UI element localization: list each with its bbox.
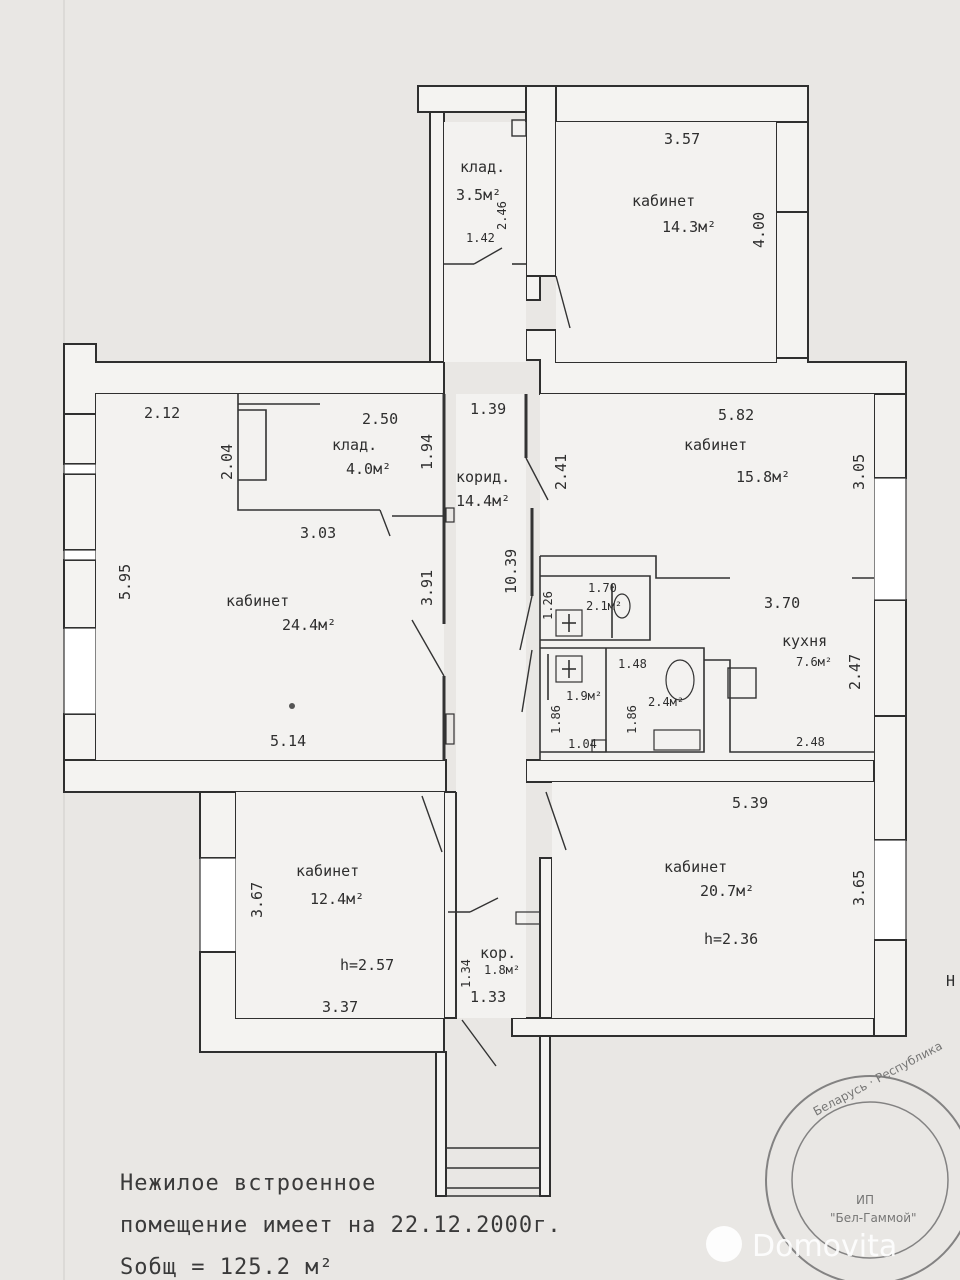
room-corridor: 1.39 корид. 14.4м² 10.39 2.41 [456, 400, 570, 594]
room-dim: 1.48 [618, 657, 647, 671]
room-dim: 5.39 [732, 794, 768, 812]
note-line-2: помещение имеет на 22.12.2000г. [120, 1213, 562, 1238]
room-name: кабинет [226, 592, 289, 610]
edge-mark: Н [946, 972, 955, 990]
room-dim: 1.42 [466, 231, 495, 245]
room-dim: 4.00 [750, 212, 768, 248]
room-dim: 2.46 [495, 201, 509, 230]
room-dim: 3.03 [300, 524, 336, 542]
room-name: клад. [332, 436, 377, 454]
room-area: 24.4м² [282, 616, 336, 634]
room-area: 14.3м² [662, 218, 716, 236]
room-dim: 5.82 [718, 406, 754, 424]
room-dim: 2.12 [144, 404, 180, 422]
room-dim: 1.70 [588, 581, 617, 595]
room-name: кор. [480, 944, 516, 962]
note-line-1: Нежилое встроенное [120, 1171, 376, 1196]
room-kitchen: кухня 7.6м² 2.47 2.48 [782, 632, 864, 749]
room-area: 1.9м² [566, 689, 602, 703]
room-office-bottom-right: 5.39 кабинет 20.7м² h=2.36 3.65 [664, 794, 868, 948]
room-storage-top: клад. 3.5м² 2.46 1.42 [456, 158, 509, 245]
room-name: корид. [456, 468, 510, 486]
room-wc-3: 1.48 2.4м² 1.86 [618, 657, 684, 734]
room-dim: 2.04 [218, 444, 236, 480]
plan-note: Нежилое встроенное помещение имеет на 22… [120, 1171, 562, 1280]
room-dim: 3.37 [322, 998, 358, 1016]
room-area: 1.8м² [484, 963, 520, 977]
room-dim: 2.48 [796, 735, 825, 749]
watermark-logo-icon [706, 1226, 742, 1262]
stamp-org: ИП [856, 1193, 874, 1207]
room-storage-left: 2.50 клад. 4.0м² 1.94 2.04 [218, 410, 436, 480]
room-fills [96, 122, 874, 1018]
room-dim: 2.41 [552, 454, 570, 490]
partitions [237, 119, 874, 1018]
room-dim: 3.91 [418, 570, 436, 606]
room-name: кабинет [296, 862, 359, 880]
room-dim: 10.39 [502, 549, 520, 594]
doors [379, 247, 571, 1067]
room-name: кабинет [664, 858, 727, 876]
room-dim: 2.50 [362, 410, 398, 428]
room-area: 4.0м² [346, 460, 391, 478]
room-name: клад. [460, 158, 505, 176]
room-area: 12.4м² [310, 890, 364, 908]
room-dim: 1.39 [470, 400, 506, 418]
outer-walls [63, 85, 907, 1197]
room-height: h=2.36 [704, 930, 758, 948]
room-area: 3.5м² [456, 186, 501, 204]
stamp-name: "Бел-Гаммой" [830, 1211, 917, 1225]
room-dim: 1.04 [568, 737, 597, 751]
room-area: 7.6м² [796, 655, 832, 669]
room-name: кабинет [632, 192, 695, 210]
room-area: 20.7м² [700, 882, 754, 900]
room-corridor-small: 1.34 кор. 1.8м² 1.33 [459, 944, 520, 1006]
room-dim: 1.86 [549, 705, 563, 734]
room-wc-2: 1.9м² 1.86 1.04 [549, 689, 602, 751]
room-dim: 2.47 [846, 654, 864, 690]
room-area: 2.1м² [586, 599, 622, 613]
room-dim: 5.95 [116, 564, 134, 600]
room-dim: 1.26 [541, 591, 555, 620]
room-height: h=2.57 [340, 956, 394, 974]
room-office-top: 3.57 кабинет 14.3м² 4.00 [632, 130, 768, 248]
room-dim: 3.67 [248, 882, 266, 918]
room-dim: 1.34 [459, 959, 473, 988]
room-name: кабинет [684, 436, 747, 454]
room-dim: 1.33 [470, 988, 506, 1006]
room-dim: 1.86 [625, 705, 639, 734]
room-area: 2.4м² [648, 695, 684, 709]
room-area: 14.4м² [456, 492, 510, 510]
room-dim: 3.57 [664, 130, 700, 148]
entrance-stairs [446, 1147, 540, 1197]
room-office-left: 2.12 5.95 3.03 кабинет 24.4м² 3.91 5.14 [116, 404, 436, 750]
room-dim: 1.94 [418, 434, 436, 470]
room-dim: 5.14 [270, 732, 306, 750]
room-area: 15.8м² [736, 468, 790, 486]
room-wc-1: 1.70 2.1м² 1.26 [541, 581, 622, 620]
watermark: Domovita [706, 1226, 897, 1264]
room-office-right: 5.82 кабинет 15.8м² 3.05 3.70 [684, 406, 868, 612]
watermark-text: Domovita [752, 1229, 897, 1264]
room-dim: 3.05 [850, 454, 868, 490]
room-name: кухня [782, 632, 827, 650]
room-dim: 3.70 [764, 594, 800, 612]
room-office-bottom-left: 3.67 кабинет 12.4м² h=2.57 3.37 [248, 862, 394, 1016]
room-dim: 3.65 [850, 870, 868, 906]
note-line-3: Sобщ = 125.2 м² [120, 1255, 334, 1280]
